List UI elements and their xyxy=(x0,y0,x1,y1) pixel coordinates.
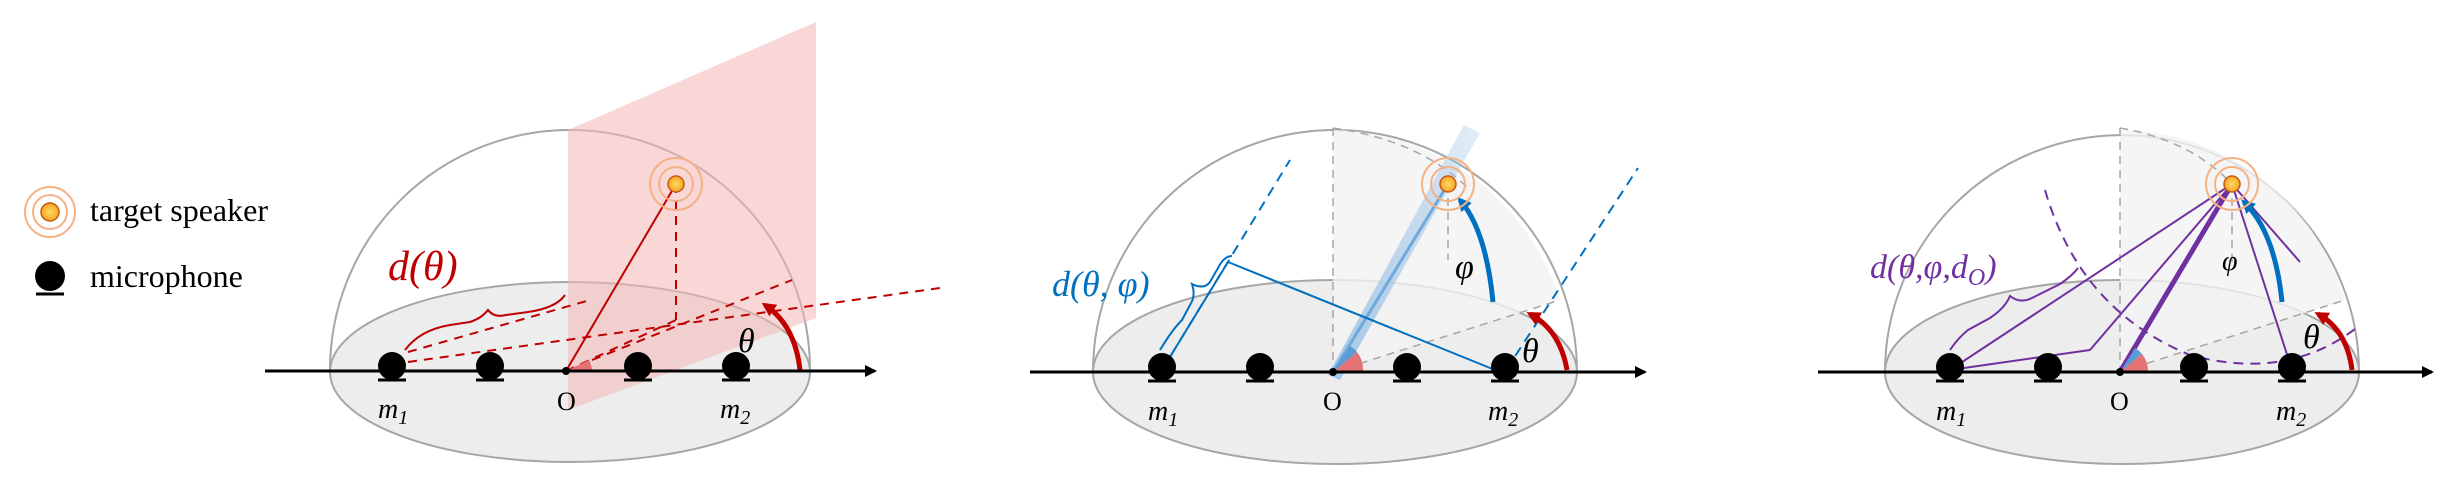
distance-brace xyxy=(404,294,566,351)
origin-point xyxy=(1329,368,1337,376)
mic xyxy=(1246,353,1274,383)
svg-text:m1: m1 xyxy=(378,394,408,429)
phi-label: φ xyxy=(2222,246,2238,277)
origin-point xyxy=(2116,368,2124,376)
origin-label: O xyxy=(557,387,576,416)
mic1-label: m xyxy=(1148,396,1168,427)
mic-array xyxy=(1936,353,2306,383)
theta-label: θ xyxy=(1522,333,1539,370)
source-plane xyxy=(568,22,816,410)
svg-text:m1: m1 xyxy=(1936,396,1966,431)
mic2-label: m xyxy=(720,394,740,425)
panel-distance-theta-phi: d(θ, φ) φ θ m1 O m2 xyxy=(1030,125,1647,465)
target-speaker-icon xyxy=(2205,157,2259,211)
distance-line xyxy=(1227,261,1501,373)
mic2-label: m xyxy=(1488,396,1508,427)
distance-brace xyxy=(1949,267,2079,351)
theta-arc-arrow xyxy=(2314,311,2355,371)
legend-target-label: target speaker xyxy=(90,192,268,228)
mic-m2 xyxy=(2278,353,2306,383)
mic-m2 xyxy=(1491,353,1519,383)
theta-label: θ xyxy=(738,323,755,360)
mic-array xyxy=(378,352,750,382)
theta-arc-arrow xyxy=(1526,311,1570,371)
mic-m1 xyxy=(378,352,406,382)
mic xyxy=(624,352,652,382)
phi-arc-arrow xyxy=(1457,196,1496,303)
distance-label: d(θ,φ,dO) xyxy=(1870,249,1997,291)
mic1-label: m xyxy=(1936,396,1956,427)
mic-m1 xyxy=(1148,353,1176,383)
mic-array xyxy=(1148,353,1519,383)
phi-arc-arrow xyxy=(2241,199,2285,303)
target-speaker-icon xyxy=(649,157,703,211)
svg-text:m2: m2 xyxy=(720,394,750,429)
microphone-icon xyxy=(35,261,65,296)
origin-label: O xyxy=(2110,387,2129,416)
legend-mic-label: microphone xyxy=(90,258,243,294)
source-distance-line xyxy=(2117,182,2235,374)
mic-m2 xyxy=(722,352,750,382)
mic xyxy=(476,352,504,382)
distance-label: d(θ) xyxy=(388,244,458,290)
svg-text:m2: m2 xyxy=(1488,396,1518,431)
mic xyxy=(2180,353,2208,383)
distance-brace xyxy=(1159,255,1233,351)
mic xyxy=(1393,353,1421,383)
mic-m1 xyxy=(1936,353,1964,383)
legend: target speaker microphone xyxy=(24,186,268,296)
theta-arc-arrow xyxy=(761,302,803,371)
source-direction-line xyxy=(565,183,677,372)
mic xyxy=(2034,353,2062,383)
speaker-icon xyxy=(24,186,76,238)
panel-distance-theta-phi-dO: d(θ,φ,dO) φ θ m1 O m2 xyxy=(1818,127,2434,465)
target-speaker-icon xyxy=(1421,157,1475,211)
mic2-label: m xyxy=(2276,396,2296,427)
mic1-label: m xyxy=(378,394,398,425)
svg-text:m1: m1 xyxy=(1148,396,1178,431)
distance-label: d(θ, φ) xyxy=(1052,264,1150,304)
panel-distance-theta: d(θ) θ m1 O m2 xyxy=(265,22,941,463)
origin-label: O xyxy=(1323,387,1342,416)
svg-text:m2: m2 xyxy=(2276,396,2306,431)
origin-point xyxy=(562,367,570,375)
phi-label: φ xyxy=(1455,249,1474,286)
theta-label: θ xyxy=(2303,319,2320,356)
